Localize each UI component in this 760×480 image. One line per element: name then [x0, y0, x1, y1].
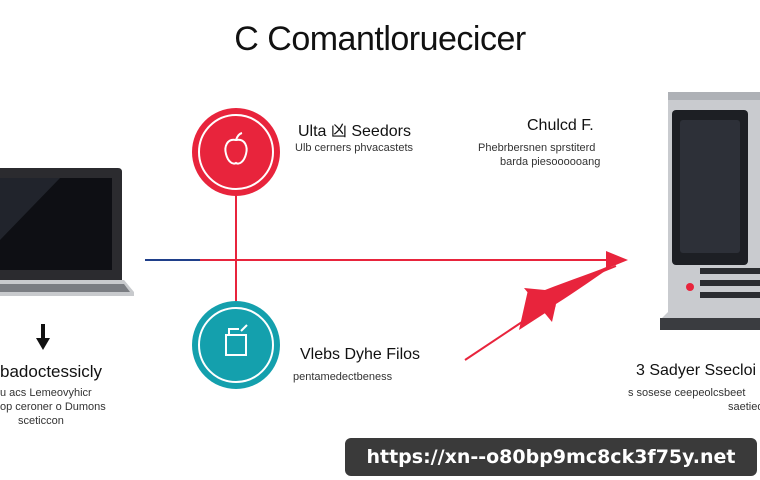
right-top-label: Chulcd F. — [527, 117, 594, 134]
bottom-circle-label: Vlebs Dyhe Filos — [300, 346, 421, 363]
folder-icon — [225, 324, 248, 356]
url-watermark: https://xn--o80bp9mc8ck3f75y.net — [345, 438, 757, 476]
laptop-label: badoctessicly — [0, 362, 103, 381]
apple-icon — [224, 132, 248, 165]
laptop-subtext-2: op ceroner o Dumons — [0, 401, 106, 413]
flow-arrowhead — [606, 251, 628, 269]
url-text: https://xn--o80bp9mc8ck3f75y.net — [366, 446, 736, 468]
bottom-circle-node — [192, 301, 280, 389]
down-arrow-icon — [36, 324, 50, 350]
laptop-subtext-1: u acs Lemeovyhicr — [0, 387, 92, 399]
server-subtext-1: s sosese ceepeolcsbeet — [628, 387, 746, 399]
server-subtext-2: saetied — [728, 401, 760, 413]
top-circle-label: Ulta 凶 Seedors — [298, 123, 411, 140]
bottom-circle-subtext: pentamedectbeness — [293, 371, 393, 383]
right-top-subtext-2: barda piesoooooang — [500, 156, 601, 168]
top-circle-subtext: Ulb cerners phvacastets — [295, 142, 413, 154]
top-circle-node — [192, 108, 280, 196]
right-top-subtext-1: Phebrbersnen sprstiterd — [478, 142, 596, 154]
laptop-subtext-3: sceticcon — [18, 415, 64, 427]
curved-arrow — [464, 262, 618, 361]
laptop-icon — [0, 168, 134, 296]
server-tower-icon — [660, 92, 760, 330]
page-title: C Comantloruecicer — [234, 20, 526, 58]
server-label: 3 Sadyer Ssecloi — [636, 362, 757, 379]
